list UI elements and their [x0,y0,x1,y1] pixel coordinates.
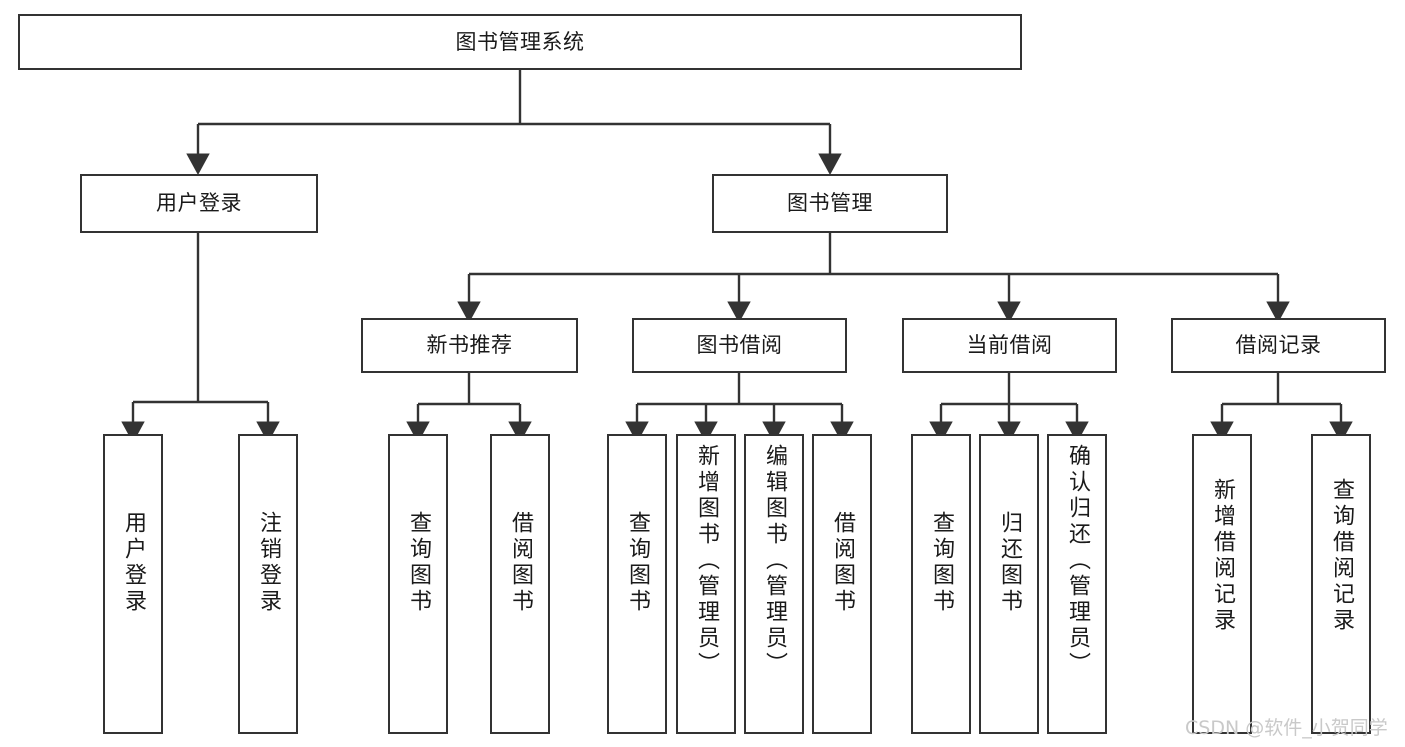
node-label: 查询借阅记录 [1329,478,1354,634]
node-label: 编辑图书（管理员） [762,444,787,678]
node-leaf-query-book-3[interactable]: 查询图书 [911,434,971,734]
node-label: 查询图书 [406,511,431,615]
node-label: 查询图书 [625,511,650,615]
node-label: 借阅图书 [508,511,533,615]
node-leaf-query-book-1[interactable]: 查询图书 [388,434,448,734]
node-label: 确认归还（管理员） [1065,444,1090,678]
node-book-borrow[interactable]: 图书借阅 [632,318,847,373]
node-label: 借阅图书 [830,511,855,615]
node-label: 用户登录 [121,511,146,615]
node-leaf-add-book[interactable]: 新增图书（管理员） [676,434,736,734]
node-label: 借阅记录 [1235,333,1322,358]
node-label: 新增借阅记录 [1210,478,1235,634]
node-root-system[interactable]: 图书管理系统 [18,14,1022,70]
node-label: 当前借阅 [966,333,1053,358]
node-label: 新书推荐 [426,333,513,358]
node-label: 查询图书 [929,511,954,615]
node-label: 图书管理系统 [455,29,585,54]
node-leaf-query-book-2[interactable]: 查询图书 [607,434,667,734]
node-label: 图书管理 [787,191,873,216]
node-leaf-logout-login[interactable]: 注销登录 [238,434,298,734]
node-label: 新增图书（管理员） [694,444,719,678]
node-leaf-user-login[interactable]: 用户登录 [103,434,163,734]
node-label: 图书借阅 [696,333,783,358]
node-label: 注销登录 [256,511,281,615]
node-leaf-borrow-book-2[interactable]: 借阅图书 [812,434,872,734]
node-book-management[interactable]: 图书管理 [712,174,948,233]
node-user-login[interactable]: 用户登录 [80,174,318,233]
node-leaf-edit-book[interactable]: 编辑图书（管理员） [744,434,804,734]
node-label: 用户登录 [156,191,242,216]
node-leaf-borrow-book-1[interactable]: 借阅图书 [490,434,550,734]
watermark: CSDN @软件_小贺同学 [1185,717,1388,739]
node-leaf-confirm-return[interactable]: 确认归还（管理员） [1047,434,1107,734]
node-borrow-record[interactable]: 借阅记录 [1171,318,1386,373]
node-label: 归还图书 [997,511,1022,615]
node-current-borrow[interactable]: 当前借阅 [902,318,1117,373]
node-leaf-add-record[interactable]: 新增借阅记录 [1192,434,1252,734]
node-leaf-query-record[interactable]: 查询借阅记录 [1311,434,1371,734]
node-leaf-return-book[interactable]: 归还图书 [979,434,1039,734]
node-new-book-recommend[interactable]: 新书推荐 [361,318,578,373]
